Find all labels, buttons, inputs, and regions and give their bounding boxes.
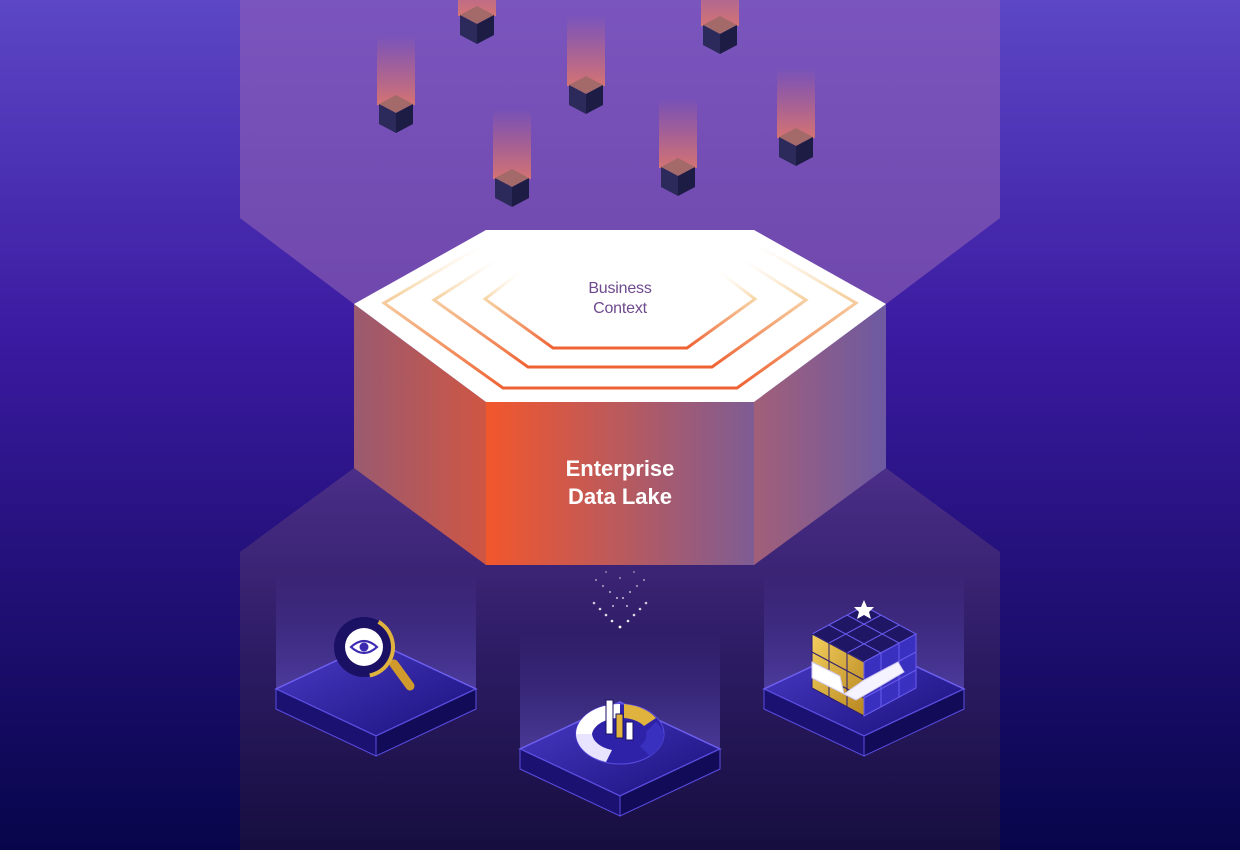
enterprise-data-lake-label: Enterprise Data Lake [500,455,740,511]
search-module [275,616,477,757]
lake-left-face [354,304,486,565]
cube-module [763,600,965,757]
falling-data-block [777,68,815,166]
business-context-line-1: Business [588,280,652,297]
falling-data-block [493,109,531,207]
data-lake-line-2: Data Lake [568,483,672,509]
falling-data-block [659,98,697,196]
data-cube-icon [810,600,918,717]
falling-data-block [701,0,739,54]
business-context-label: Business Context [520,279,720,319]
data-flow-dots [592,570,648,629]
data-lake-line-1: Enterprise [565,456,675,481]
falling-data-block [377,35,415,133]
search-eye-icon [333,616,415,691]
business-context-line-2: Context [593,300,647,317]
lake-front-face [486,402,754,565]
falling-data-block [567,16,605,114]
enterprise-data-lake [354,230,886,565]
lake-top-face [354,230,886,402]
lake-right-face [754,304,886,565]
business-context-rings [381,241,859,390]
analytics-chart-icon [575,699,665,765]
analytics-module [519,699,721,817]
